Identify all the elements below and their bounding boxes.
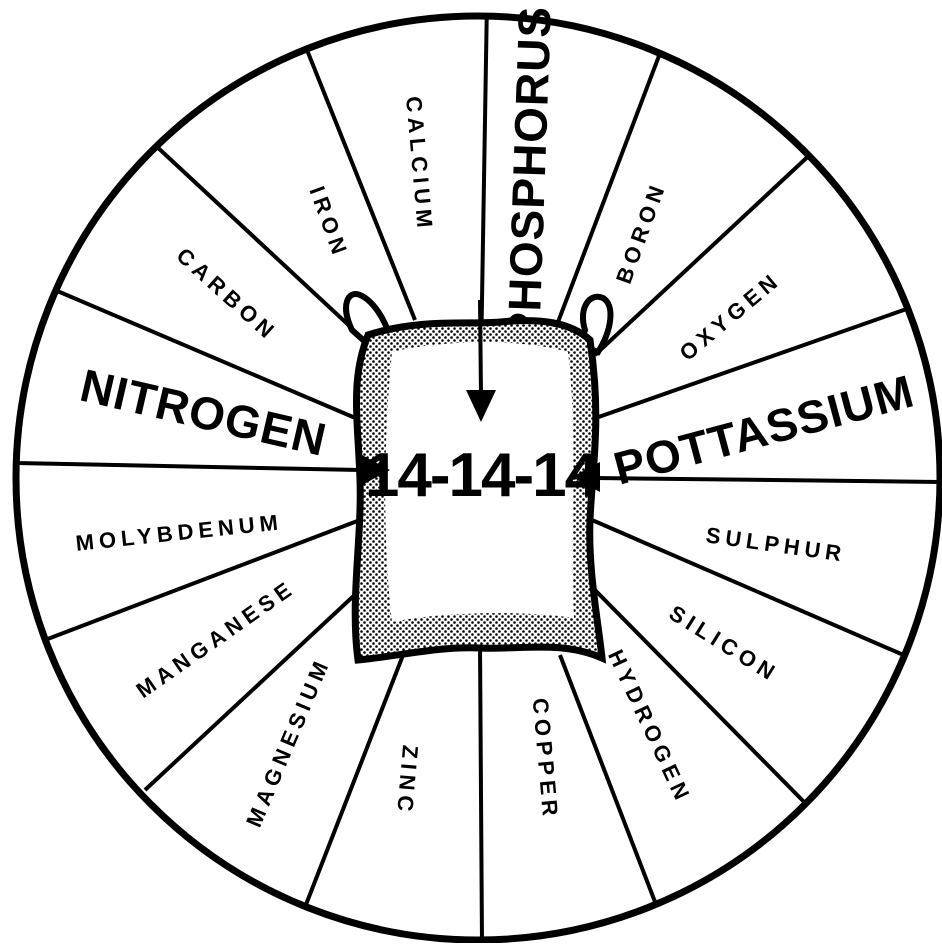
bag-grade-label: 14-14-14 xyxy=(365,441,600,510)
arrow-phosphorus xyxy=(480,300,481,395)
spoke xyxy=(480,645,482,943)
fertilizer-bag: 14-14-14 xyxy=(346,294,610,660)
